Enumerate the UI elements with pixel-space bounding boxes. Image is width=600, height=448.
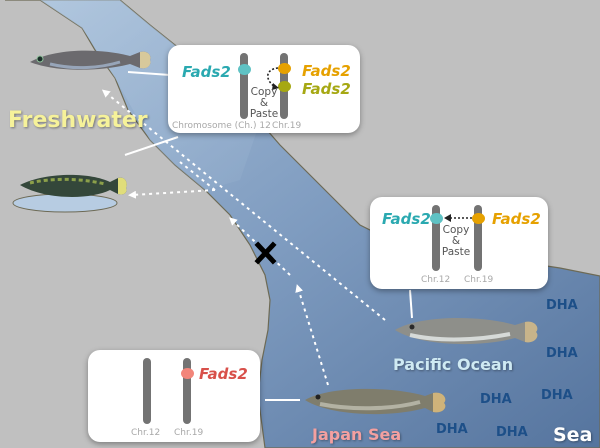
fads2-locus-chr19 [181, 368, 194, 379]
fads2-locus-chr12 [430, 213, 443, 224]
dha-label: DHA [541, 388, 573, 403]
fads2-label-chr19-original: Fads2 [302, 62, 351, 80]
fads2-label-chr19: Fads2 [199, 365, 248, 383]
arrow-pacific-to-pond-branch [179, 161, 216, 191]
chr19-label: Chr.19 [272, 121, 302, 131]
pacific-ocean-label: Pacific Ocean [393, 355, 514, 374]
copy-paste-label: Copy & Paste [249, 86, 279, 120]
arrow-japan-up [295, 284, 329, 386]
chr12-label: Chr.12 [131, 428, 161, 438]
copy-arrow-icon [267, 67, 279, 90]
dha-label: DHA [436, 422, 468, 437]
freshwater-genome-box: Fads2 Fads2 Fads2 Copy & Paste Chromosom… [168, 45, 360, 133]
migration-arrows [101, 89, 386, 386]
sea-label: Sea [553, 424, 593, 446]
freshwater-label: Freshwater [8, 108, 148, 133]
fads2-label-chr12: Fads2 [182, 63, 231, 81]
fads2-locus-chr19-copy [278, 81, 291, 92]
fads2-label-chr12: Fads2 [382, 210, 431, 228]
fish-japan-sea [305, 388, 446, 415]
chr19-label: Chr.19 [464, 275, 494, 285]
fads2-label-chr19-copy: Fads2 [302, 80, 351, 98]
chromosome-12 [143, 358, 151, 424]
fads2-locus-chr19 [472, 213, 485, 224]
fish-pacific [395, 318, 538, 345]
pacific-genome-box: Fads2 Fads2 Copy & Paste Chr.12 Chr.19 [370, 197, 548, 289]
fads2-locus-chr12 [238, 64, 251, 75]
chr19-label: Chr.19 [174, 428, 204, 438]
chr12-label: Chr.12 [421, 275, 451, 285]
japan-sea-genome-box: Fads2 Chr.12 Chr.19 [88, 350, 260, 442]
dha-label: DHA [546, 346, 578, 361]
dha-label: DHA [496, 425, 528, 440]
japan-sea-label: Japan Sea [312, 425, 402, 444]
chromosome-12 [240, 53, 248, 119]
callout-pointers [124, 71, 413, 401]
dha-label: DHA [480, 392, 512, 407]
fish-freshwater-stream [30, 50, 151, 70]
copy-arrow-icon [444, 214, 472, 222]
fish-freshwater-pond [20, 174, 127, 197]
river-upper [5, 0, 260, 190]
chromosome-19 [183, 358, 191, 424]
blocked-x-icon [254, 241, 277, 265]
chromosome-19 [474, 205, 482, 271]
copy-paste-label: Copy & Paste [441, 224, 471, 258]
fads2-label-chr19: Fads2 [492, 210, 541, 228]
chromosome-12 [432, 205, 440, 271]
fads2-locus-chr19-original [278, 63, 291, 74]
chr12-label: Chromosome (Ch.) 12 [172, 121, 271, 131]
dha-label: DHA [546, 298, 578, 313]
